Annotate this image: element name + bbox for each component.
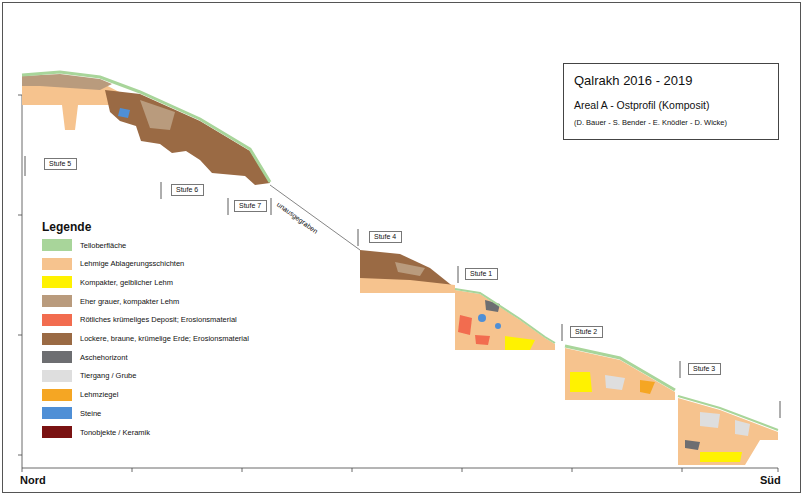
legend-swatch [42, 258, 72, 270]
legend-text: Steine [80, 409, 101, 418]
tell-surface [565, 346, 675, 390]
legend-entry: Eher grauer, kompakter Lehm [42, 295, 179, 307]
step-label: Stufe 1 [465, 268, 498, 280]
ash-layer [685, 440, 700, 450]
legend-entry: Telloberfläche [42, 239, 126, 251]
unexcavated-line [270, 185, 360, 250]
legend-swatch [42, 276, 72, 288]
deposit-layer [455, 290, 555, 350]
legend-entry: Lockere, braune, krümelige Erde; Erosion… [42, 333, 249, 345]
axes [18, 95, 778, 472]
legend-text: Aschehorizont [80, 353, 128, 362]
step-text: Stufe 3 [693, 365, 716, 373]
unexcavated-label: unausgegraben [275, 200, 320, 235]
red-deposit [458, 315, 472, 335]
legend-text: Tonobjekte / Keramik [80, 428, 150, 437]
step-text: Stufe 5 [49, 160, 72, 168]
legend-entry: Lehmziegel [42, 389, 118, 401]
legend-swatch [42, 351, 72, 363]
legend-swatch [42, 389, 72, 401]
legend-entry: Tiergang / Grube [42, 370, 136, 382]
legend-text: Tiergang / Grube [80, 371, 136, 380]
frame [3, 3, 801, 493]
legend-text: Telloberfläche [80, 241, 126, 250]
step-text: Stufe 7 [239, 202, 262, 210]
yellow-loam [570, 372, 592, 392]
legend-entry: Tonobjekte / Keramik [42, 426, 150, 438]
legend-swatch [42, 407, 72, 419]
legend-text: Lockere, braune, krümelige Erde; Erosion… [80, 334, 249, 343]
stone [118, 108, 130, 118]
red-deposit [475, 335, 490, 345]
legend-entry: Aschehorizont [42, 351, 128, 363]
deposit-layer [565, 348, 675, 400]
legend-text: Rötliches krümeliges Deposit; Erosionsma… [80, 315, 237, 324]
deposit-layer [395, 262, 425, 276]
deposit-layer [360, 278, 455, 293]
title-box: Qalrakh 2016 - 2019Areal A - Ostprofil (… [563, 63, 779, 140]
step-text: Stufe 6 [176, 186, 199, 194]
legend-swatch [42, 295, 72, 307]
legend-entry: Steine [42, 407, 101, 419]
legend-text: Lehmige Ablagerungsschichten [80, 259, 184, 268]
legend-swatch [42, 314, 72, 326]
stone [495, 323, 501, 329]
yellow-loam [700, 452, 742, 462]
legend-heading: Legende [42, 220, 91, 234]
deposit-layer [678, 398, 778, 465]
title-text: Qalrakh 2016 - 2019 [574, 74, 768, 89]
pit [700, 412, 720, 428]
title-text: (D. Bauer - S. Bender - E. Knödler - D. … [574, 119, 768, 128]
title-text: Areal A - Ostprofil (Komposit) [574, 99, 768, 111]
legend-swatch [42, 370, 72, 382]
mudbrick [640, 380, 655, 394]
legend-entry: Lehmige Ablagerungsschichten [42, 258, 184, 270]
direction-label: Nord [20, 474, 46, 486]
tell-surface [22, 72, 270, 182]
erosion-layer [105, 90, 270, 185]
pit [735, 420, 750, 436]
pit [605, 375, 625, 390]
step-label: Stufe 6 [171, 184, 204, 196]
legend-text: Lehmziegel [80, 390, 118, 399]
legend-swatch [42, 239, 72, 251]
direction-label: Süd [760, 474, 781, 486]
step-label: Stufe 3 [688, 363, 721, 375]
tell-surface [678, 396, 778, 430]
step-text: Stufe 1 [470, 270, 493, 278]
legend-text: Eher grauer, kompakter Lehm [80, 297, 179, 306]
step-label: Stufe 4 [369, 231, 402, 243]
step-markers [25, 156, 780, 418]
legend-entry: Kompakter, gelblicher Lehm [42, 276, 173, 288]
step-label: Stufe 2 [570, 326, 603, 338]
legend-swatch [42, 426, 72, 438]
stone [478, 314, 486, 322]
step-text: Stufe 2 [575, 328, 598, 336]
step-label: Stufe 5 [44, 158, 77, 170]
legend-entry: Rötliches krümeliges Deposit; Erosionsma… [42, 314, 237, 326]
yellow-loam [505, 336, 535, 350]
erosion-layer [360, 250, 455, 293]
legend-text: Kompakter, gelblicher Lehm [80, 278, 173, 287]
step-label: Stufe 7 [234, 200, 267, 212]
step-text: Stufe 4 [374, 233, 397, 241]
legend-swatch [42, 333, 72, 345]
tell-surface [455, 289, 555, 343]
